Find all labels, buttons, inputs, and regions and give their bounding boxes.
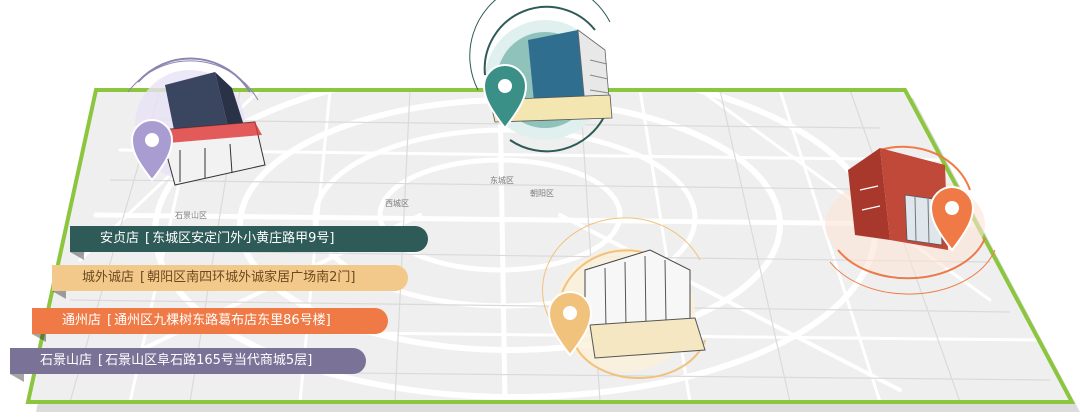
ribbon-fold — [52, 291, 66, 299]
store-pin-purple[interactable] — [127, 57, 266, 186]
ribbon-fold — [32, 334, 46, 342]
building-illustration-anzhen — [159, 72, 266, 186]
store-pin-yellow[interactable] — [542, 217, 706, 379]
bracket: [ — [140, 270, 146, 285]
store-address: 石景山区阜石路165号当代商城5层 — [105, 353, 308, 368]
store-address: 东城区安定门外小黄庄路甲9号 — [152, 231, 330, 246]
bracket: [ — [107, 313, 113, 328]
store-ribbon-chengwaicheng[interactable]: 城外诚店 [朝阳区南四环城外诚家居广场南2门] — [52, 265, 408, 299]
bracket-close: ] — [325, 313, 331, 328]
store-name: 城外诚店 — [82, 270, 135, 285]
store-pin-orange[interactable] — [825, 145, 996, 295]
building-illustration-chengwaicheng — [584, 249, 706, 359]
bracket: [ — [98, 353, 104, 368]
store-ribbon-tongzhou[interactable]: 通州店 [通州区九棵树东路葛布店东里86号楼] — [32, 308, 388, 342]
store-address: 通州区九棵树东路葛布店东里86号楼 — [114, 313, 326, 328]
map-border — [25, 88, 1076, 404]
store-address: 朝阳区南四环城外诚家居广场南2门 — [147, 270, 351, 285]
store-name: 通州店 — [62, 313, 102, 328]
store-name: 安贞店 — [100, 231, 140, 246]
map-pin-icon — [130, 119, 174, 182]
store-pin-teal[interactable] — [469, 0, 613, 153]
store-ribbon-shijingshan[interactable]: 石景山店 [石景山区阜石路165号当代商城5层] — [10, 348, 366, 382]
store-ribbon-anzhen[interactable]: 安贞店 [东城区安定门外小黄庄路甲9号] — [70, 226, 428, 260]
ribbon-fold — [70, 252, 84, 260]
ribbon-fold — [10, 374, 24, 382]
district-label-shijingshan: 石景山区 — [175, 210, 207, 220]
district-label-dongcheng: 东城区 — [490, 175, 514, 185]
bracket: [ — [145, 231, 151, 246]
district-label-chaoyang: 朝阳区 — [530, 189, 554, 198]
store-name: 石景山店 — [40, 353, 93, 368]
map-pin-icon — [929, 186, 975, 252]
bracket-close: ] — [307, 353, 313, 368]
bracket-close: ] — [350, 270, 356, 285]
district-label-xicheng: 西城区 — [385, 199, 409, 208]
map-pin-icon — [547, 291, 593, 357]
map-pin-icon — [482, 64, 528, 130]
bracket-close: ] — [329, 231, 335, 246]
